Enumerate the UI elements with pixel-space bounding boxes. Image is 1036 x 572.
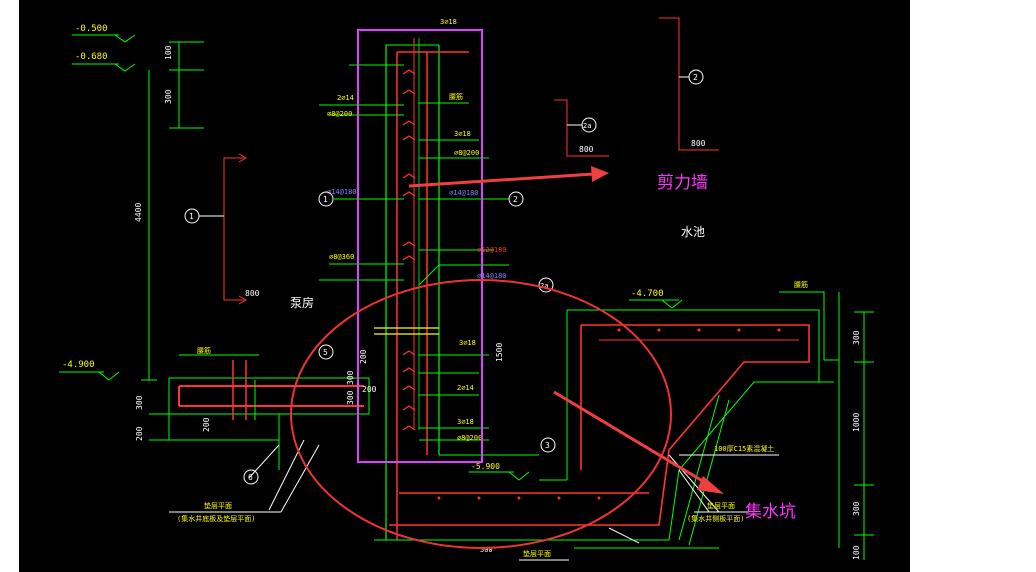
dim-label-d8: 1500 <box>495 343 504 362</box>
dim-label-d19: 1000 <box>852 413 861 432</box>
level-mark-pit-bottom: -5.900 <box>469 462 530 481</box>
marker-5: 5 <box>323 348 328 357</box>
level-text-top-a: -0.500 <box>75 24 108 34</box>
shear-wall-annotation: 剪力墙 <box>657 173 708 193</box>
sump-pit-arrow <box>553 390 724 494</box>
dim-label-d9: 300 <box>852 330 861 345</box>
waist-label-right: 腰筋 <box>794 280 808 289</box>
level-text-top-b: -0.680 <box>75 52 108 62</box>
dim-label-d6: 800 <box>579 145 594 154</box>
rebar-wall-h-1: ⌀14@180 <box>327 188 357 196</box>
leader-bracket-1: 1 800 <box>184 153 260 305</box>
rebar-waist: 腰筋 <box>449 92 463 101</box>
level-mark-right-floor: -4.700 <box>629 289 683 309</box>
shear-wall-highlight-box <box>357 29 483 463</box>
marker-2c: 2a <box>540 282 548 290</box>
sump-pit-annotation: 集水坑 <box>745 502 796 522</box>
level-mark-top-a: -0.500 <box>72 24 136 43</box>
plate-note-left: (集水井底板及垫层平面) <box>177 514 255 523</box>
level-mark-top-b: -0.680 <box>72 52 136 72</box>
dim-label-d14: 200 <box>202 417 211 432</box>
plate-label-right: 垫层平面 <box>707 501 735 510</box>
dim-label-d15: 200 <box>362 385 377 394</box>
dim-label-d11: 300 <box>346 370 355 385</box>
rebar-mid-bars: 3⌀18 <box>454 130 471 138</box>
shear-wall-body <box>374 38 469 540</box>
dim-label-d1: 100 <box>164 45 173 60</box>
rebar-stirrup-2: ⌀8@200 <box>454 149 479 157</box>
dim-label-d4: 800 <box>245 289 260 298</box>
marker-1: 1 <box>189 212 194 221</box>
rebar-wall-v-1: ⌀8@360 <box>329 253 354 261</box>
dim-label-d3: 4400 <box>134 203 143 222</box>
leader-bracket-2: 2 800 <box>659 17 719 151</box>
right-dimension-group <box>854 311 874 560</box>
dim-label-d16: 300 <box>852 501 861 516</box>
marker-2a: 2a <box>583 122 591 130</box>
pump-room-label: 泵房 <box>290 295 314 310</box>
dim-label-d5: 800 <box>691 139 706 148</box>
waist-label-left: 腰筋 <box>197 346 211 355</box>
dim-label-d18: 500 <box>480 546 493 554</box>
level-mark-left-floor: -4.900 <box>59 360 120 381</box>
left-floor-slab: 腰筋 <box>149 346 370 470</box>
marker-2: 2 <box>693 73 698 82</box>
sump-pit-structure <box>374 291 840 549</box>
dim-label-d12: 200 <box>135 426 144 441</box>
plate-label-bottom: 垫层平面 <box>523 549 551 558</box>
rebar-lower-bars-3: 3⌀18 <box>457 418 474 426</box>
pad-label: 100厚C15素混凝土 <box>714 444 774 453</box>
water-tank-label: 水池 <box>681 225 705 239</box>
dim-label-d7: 300 <box>135 395 144 410</box>
level-text-right-floor: -4.700 <box>631 289 664 299</box>
cad-section-drawing: -0.500 -0.680 100 300 4400 1 800 泵房 -4.9… <box>59 17 874 561</box>
level-text-pit-bottom: -5.900 <box>471 462 500 471</box>
sump-pit-highlight-ellipse <box>290 279 672 549</box>
rebar-dots <box>437 328 781 500</box>
rebar-wall-v-2: ⌀12@180 <box>477 246 507 254</box>
rebar-lower-bars-2: 2⌀14 <box>457 384 474 392</box>
marker-3: 3 <box>545 441 550 450</box>
rebar-lower-bars-1: 3⌀18 <box>459 339 476 347</box>
marker-1b: 1 <box>323 195 328 204</box>
dim-label-d2: 300 <box>164 89 173 104</box>
cad-drawing-area: -0.500 -0.680 100 300 4400 1 800 泵房 -4.9… <box>19 0 910 572</box>
stirrup-ticks <box>402 69 416 431</box>
rebar-wall-v-3: ⌀14@180 <box>477 272 507 280</box>
rebar-side-bars: 2⌀14 <box>337 94 354 102</box>
marker-2b: 2 <box>513 195 518 204</box>
dimension-group-top-left <box>141 41 204 381</box>
dim-label-d17: 200 <box>359 349 368 364</box>
shear-wall-arrow <box>408 166 609 188</box>
rebar-top-bars: 3⌀18 <box>440 18 457 26</box>
marker-6: 6 <box>248 473 253 482</box>
plate-label-left: 垫层平面 <box>204 501 232 510</box>
level-text-left-floor: -4.900 <box>62 360 95 370</box>
rebar-lower-stirrup: ⌀8@200 <box>457 434 482 442</box>
rebar-wall-h-2: ⌀14@180 <box>449 189 479 197</box>
plate-note-right: (集水井侧板平面) <box>687 514 744 523</box>
leader-bracket-2a: 2a 800 <box>554 99 609 157</box>
dim-label-d13: 300 <box>346 390 355 405</box>
dim-label-d10: 100 <box>852 545 861 560</box>
rebar-stirrup-1: ⌀8@200 <box>327 110 352 118</box>
wall-markers <box>318 191 556 453</box>
left-bottom-leaders <box>169 439 320 513</box>
